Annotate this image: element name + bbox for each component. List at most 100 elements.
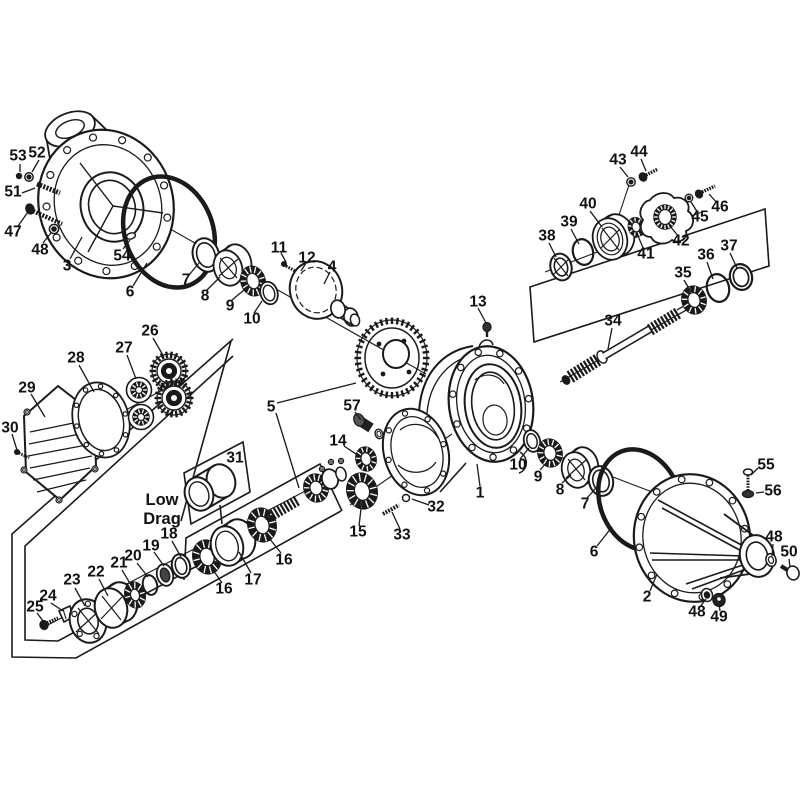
callout-9: 9	[534, 469, 543, 486]
pinion-shaft-cog-b	[327, 458, 335, 466]
pinion-carrier-4-scallop	[295, 266, 337, 314]
leader-line-42	[669, 225, 680, 238]
pinion-gear-27-a-core	[130, 381, 148, 399]
gasket-28	[71, 381, 131, 459]
pinion-shaft-spline	[266, 495, 301, 522]
leader-line-24	[50, 602, 64, 612]
leader-line-1	[476, 463, 481, 487]
callout-44: 44	[630, 144, 648, 161]
callout-27: 27	[115, 340, 132, 357]
callout-38: 38	[538, 228, 556, 245]
leader-line-39	[570, 228, 580, 245]
callout-28: 28	[67, 350, 85, 367]
callout-6: 6	[126, 284, 135, 301]
housing-2-spoke-a2	[661, 507, 748, 555]
callout-7: 7	[182, 272, 191, 289]
callout-34: 34	[604, 313, 622, 330]
nut-43	[626, 177, 636, 187]
callout-30: 30	[1, 420, 18, 437]
housing-2-spoke-c1	[685, 563, 747, 585]
housing-2-hub-bottom	[719, 573, 751, 579]
leader-line-54	[122, 239, 131, 250]
callout-26: 26	[141, 323, 159, 340]
leader-line-5	[275, 412, 300, 489]
leader-line-15	[358, 499, 363, 527]
leader-line-3	[69, 236, 83, 260]
bolt-25-shank	[46, 616, 59, 625]
callout-3: 3	[63, 258, 72, 275]
housing-1-web-a	[482, 404, 508, 436]
pinion-carrier-4-cap	[349, 313, 361, 327]
callout-10: 10	[243, 311, 260, 328]
callout-6: 6	[590, 544, 599, 561]
leader-line-27	[126, 354, 137, 380]
leader-line-56	[755, 491, 765, 494]
callout-17: 17	[244, 572, 261, 589]
washer-10-left	[259, 280, 279, 306]
callout-48: 48	[688, 604, 706, 621]
callout-56: 56	[764, 483, 782, 500]
cover-29-fin-4	[29, 455, 93, 469]
nut-48-bottom	[700, 587, 714, 603]
leader-line-51	[21, 187, 36, 194]
leader-line-7	[586, 487, 597, 499]
nut-56	[741, 489, 755, 499]
callout-14: 14	[329, 433, 347, 450]
leader-line-6	[132, 262, 148, 287]
nut-53	[15, 172, 23, 180]
callout-12: 12	[298, 250, 315, 267]
callout-49: 49	[710, 609, 728, 626]
bolt-30-head	[14, 449, 20, 455]
bearing-14	[355, 446, 377, 472]
callout-7: 7	[581, 496, 590, 513]
flange-40-band	[596, 222, 624, 256]
leader-line-28	[78, 364, 95, 393]
callout-18: 18	[160, 526, 178, 543]
washer-48-hub	[765, 552, 777, 568]
housing-1-window	[463, 363, 523, 449]
callout-55: 55	[757, 457, 775, 474]
leader-line-16	[268, 537, 282, 554]
leader-line-23	[74, 587, 86, 607]
callout-36: 36	[697, 247, 715, 264]
leader-line-7	[188, 262, 200, 276]
callout-40: 40	[579, 196, 596, 213]
leader-line-5	[276, 382, 357, 404]
oring-6-left	[120, 174, 218, 290]
leader-line-44	[640, 158, 647, 172]
bolt-46-head	[694, 189, 704, 199]
housing-1-ear	[518, 451, 527, 474]
leader-line-48	[771, 543, 774, 557]
pinion-shaft-cap	[335, 466, 347, 482]
bolt-47-head	[25, 203, 35, 215]
leader-line-12	[300, 262, 307, 272]
callout-46: 46	[711, 199, 729, 216]
leader-line-26	[152, 337, 165, 358]
housing-1-flange-rim	[455, 354, 527, 454]
callout-42: 42	[672, 233, 689, 250]
callout-54: 54	[113, 248, 131, 265]
housing-3-spoke-b	[87, 205, 114, 253]
pinion-shaft-cog-a	[318, 465, 326, 473]
leader-line-41	[637, 235, 645, 251]
spacer-17	[209, 518, 257, 567]
callout-43: 43	[609, 152, 627, 169]
leader-line-9	[539, 460, 549, 471]
callout-16: 16	[215, 581, 233, 598]
callout-24: 24	[39, 588, 57, 605]
bearing-21	[124, 581, 146, 609]
leader-line-18	[171, 540, 182, 558]
washer-38-cross-b	[552, 258, 570, 276]
bearing-9-right	[537, 438, 563, 468]
cup-8-right-cross-a	[567, 458, 586, 481]
leader-line-8	[561, 474, 572, 484]
housing-1-web-b	[474, 374, 505, 385]
callout-19: 19	[142, 538, 160, 555]
cup-8-left-cross-b	[218, 258, 239, 277]
low-drag-text-line-2: Drag	[143, 510, 181, 528]
callout-41: 41	[637, 246, 655, 263]
callout-16: 16	[275, 552, 293, 569]
bearing-41	[627, 216, 645, 238]
